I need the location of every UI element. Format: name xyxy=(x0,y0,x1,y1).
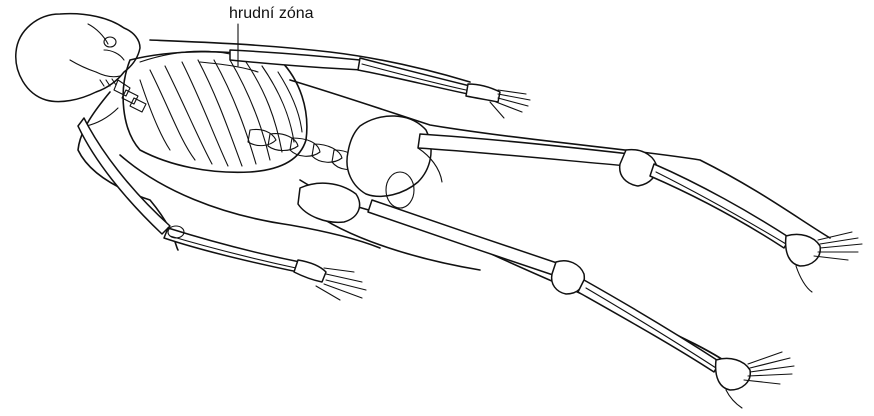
lumbar-spine xyxy=(248,129,360,169)
skull xyxy=(16,14,140,102)
lower-leg-bones xyxy=(368,200,720,372)
lower-arm-bones xyxy=(78,118,300,272)
lower-hand xyxy=(294,260,366,300)
rib-cage xyxy=(123,52,307,173)
lower-foot xyxy=(716,352,794,408)
upper-foot xyxy=(786,232,862,292)
chest-zone-label: hrudní zóna xyxy=(229,5,314,23)
upper-hand xyxy=(466,84,530,118)
upper-leg-bones xyxy=(418,134,790,248)
